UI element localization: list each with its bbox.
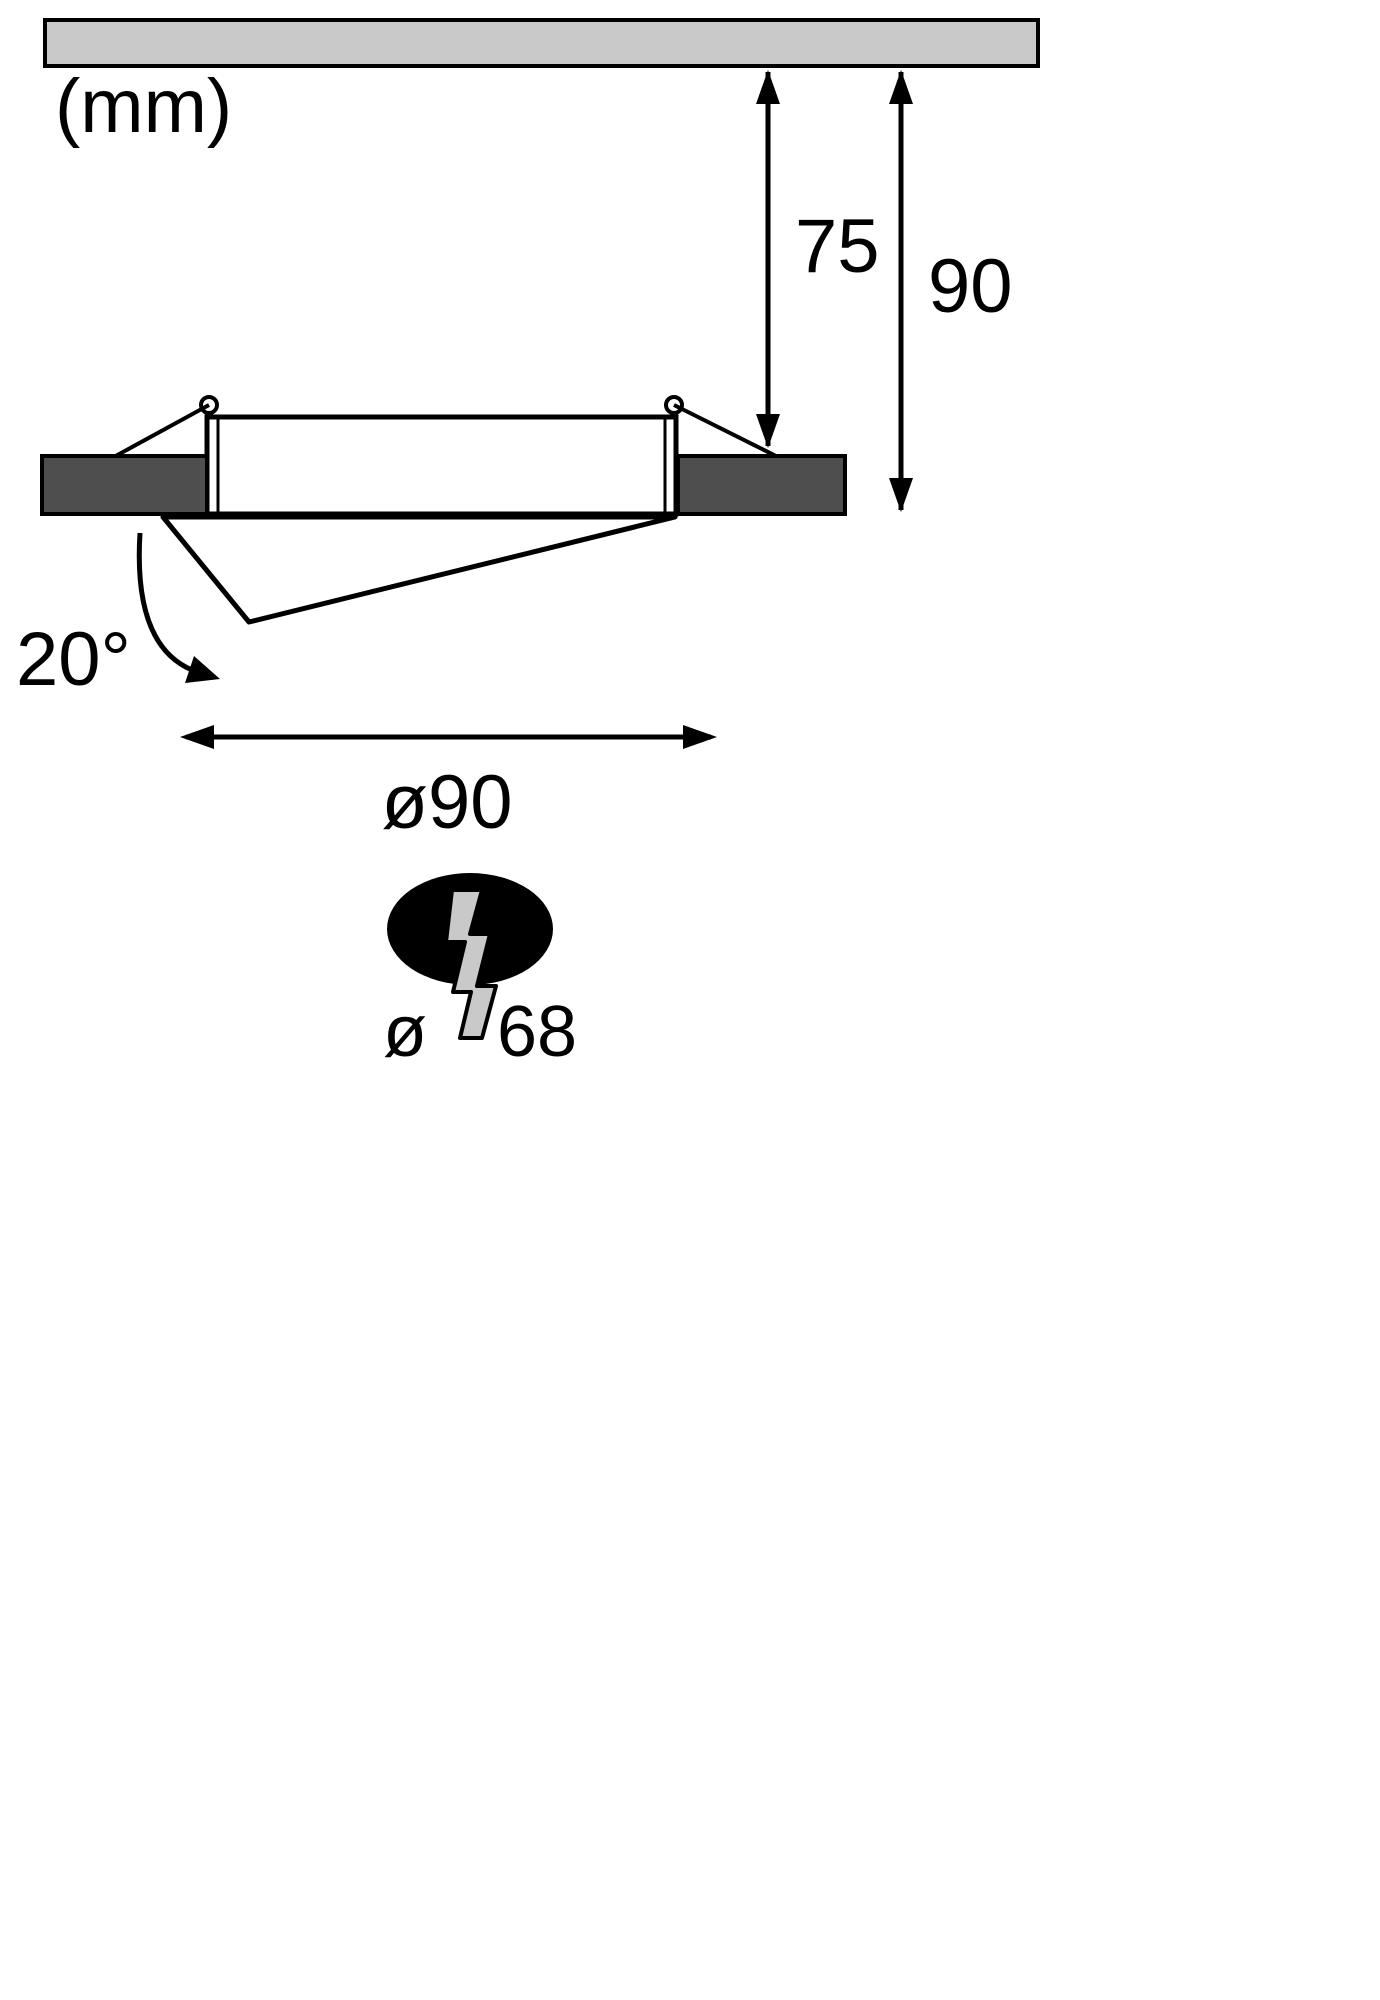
dim-75-arrow-up-icon	[756, 70, 780, 104]
cutout-diameter-value: 68	[497, 992, 577, 1072]
dim-75-label: 75	[795, 204, 880, 289]
dim-90-arrow-down-icon	[889, 478, 913, 512]
dim-90-arrow-up-icon	[889, 70, 913, 104]
tilted-lamp-face	[160, 514, 678, 625]
tilt-angle-label: 20°	[16, 617, 131, 702]
spring-wire-left	[111, 403, 210, 460]
housing-body	[204, 414, 679, 517]
dim-diameter-label: ø90	[382, 760, 513, 845]
dim-90-label: 90	[928, 244, 1013, 329]
cutout-diameter-symbol: ø	[383, 992, 427, 1072]
trim-ring-right	[676, 454, 847, 516]
lightning-bolt-icon	[444, 888, 498, 1040]
dim-75-arrow-down-icon	[756, 414, 780, 448]
tilt-angle-arrow-icon	[185, 656, 220, 683]
dim-diameter-arrow-right-icon	[683, 725, 717, 749]
ceiling-panel	[43, 18, 1040, 68]
spring-wire-right	[673, 403, 781, 460]
dim-diameter-arrow-left-icon	[180, 725, 214, 749]
trim-ring-left	[40, 454, 209, 516]
tilt-angle-arc	[136, 532, 194, 673]
unit-label: (mm)	[55, 64, 232, 149]
